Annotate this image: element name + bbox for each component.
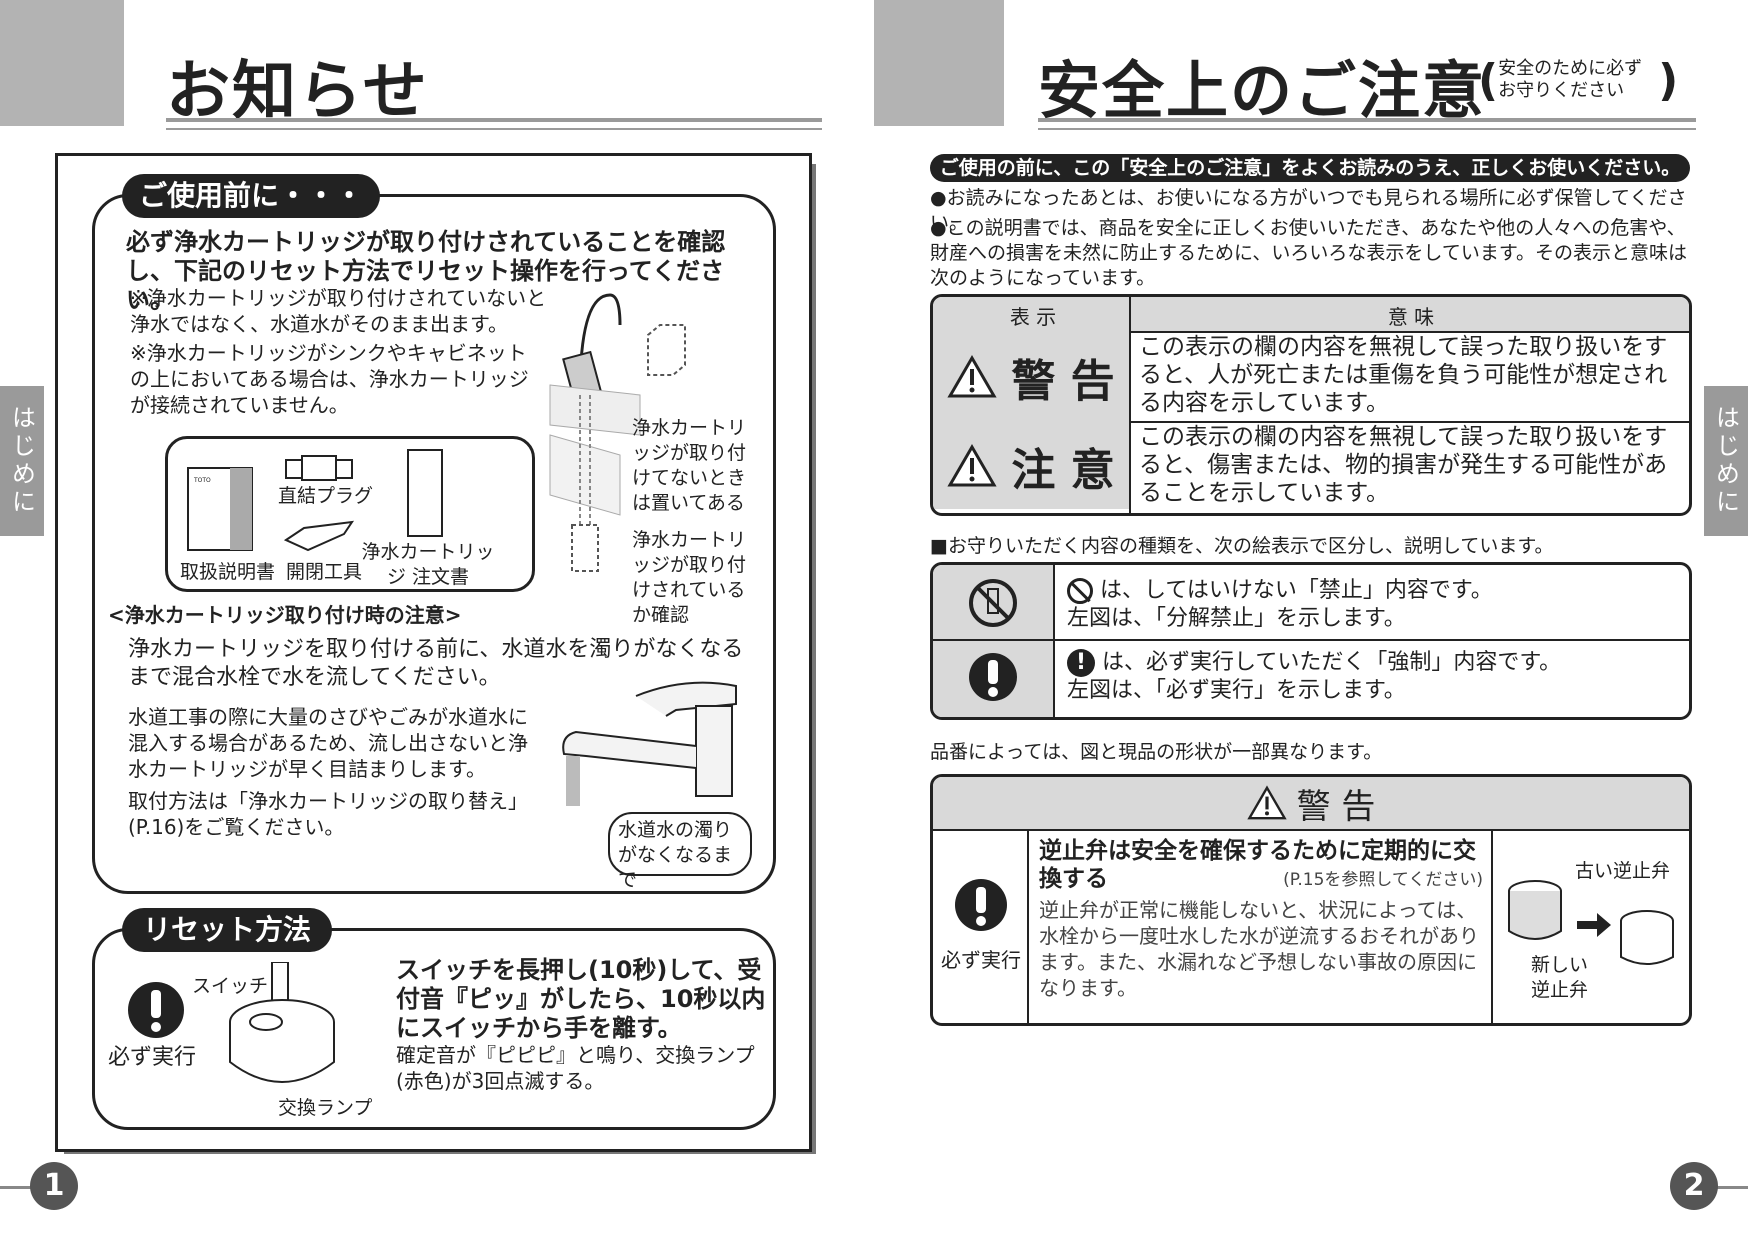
symbols-intro: ■お守りいただく内容の種類を、次の絵表示で区分し、説明しています。: [930, 535, 1554, 557]
left-title-rule-thin: [166, 128, 822, 130]
manual-icon: TOTO: [187, 467, 253, 551]
prohibition-line-1: は、してはいけない「禁止」内容です。: [1100, 578, 1493, 603]
left-side-tab: はじめに: [0, 386, 44, 536]
right-page-title: 安全上のご注意: [1038, 54, 1487, 127]
reset-instruction: スイッチを長押し(10秒)して、受付音『ピッ』がしたら、10秒以内にスイッチから…: [396, 956, 766, 1042]
left-page-title: お知らせ: [166, 55, 429, 129]
reset-header: リセット方法: [122, 908, 332, 952]
open-close-tool-icon: [284, 520, 355, 552]
warning-row-label: 警 告: [933, 333, 1129, 421]
meaning-table-header-label: 表 示: [1009, 305, 1057, 329]
prohibition-line-2: 左図は、「分解禁止」を示します。: [1067, 606, 1406, 631]
reset-must-do-label: 必ず実行: [108, 1045, 197, 1070]
warning-triangle-icon-2: [1246, 785, 1287, 820]
symbols-table: は、してはいけない「禁止」内容です。 左図は、「分解禁止」を示します。 ! は、…: [930, 562, 1692, 720]
new-valve-label: 新しい逆止弁: [1531, 954, 1589, 1001]
right-title-paren: ( 安全のために必ずお守りください ): [1478, 54, 1679, 106]
warning-box-header-text: 警 告: [1296, 786, 1376, 827]
caution-header: <浄水カートリッジ取り付け時の注意>: [108, 603, 462, 627]
faucet-illustration: [562, 681, 737, 806]
warning-row-text: この表示の欄の内容を無視して誤った取り扱いをすると、人が死亡または重傷を負う可能…: [1139, 334, 1668, 416]
item-manual-label: 取扱説明書: [180, 561, 276, 583]
left-title-gray-block: [0, 0, 124, 126]
caution-lead: 浄水カートリッジを取り付ける前に、水道水を濁りがなくなるまで混合水栓で水を流して…: [128, 637, 744, 690]
must-do-icon-symbol: [969, 653, 1017, 701]
caution-body: 水道工事の際に大量のさびやごみが水道水に混入する場合があるため、流し出さないと浄…: [128, 705, 528, 781]
item-tool-label: 開閉工具: [286, 561, 363, 583]
warning-box: 警 告 必ず実行 逆止弁は安全を確保するために定期的に交換する (P.15を参照…: [930, 774, 1692, 1026]
caution-row-label: 注 意: [933, 423, 1129, 509]
caution-row-label-text: 注 意: [1011, 445, 1115, 496]
warning-box-header: 警 告: [933, 777, 1689, 831]
callout-check-attached: 浄水カートリッジが取り付けされているか確認: [632, 529, 747, 626]
left-page-number: 1: [30, 1162, 78, 1210]
switch-label: スイッチ: [192, 975, 269, 997]
right-page-number: 2: [1670, 1162, 1718, 1210]
sink-illustration: [549, 293, 686, 572]
callout-not-attached: 浄水カートリッジが取り付けてないときは置いてある: [632, 417, 747, 514]
mandatory-description: ! は、必ず実行していただく「強制」内容です。 左図は、「必ず実行」を示します。: [1067, 649, 1677, 705]
no-disassembly-icon: [969, 579, 1017, 627]
safety-banner: ご使用の前に、この「安全上のご注意」をよくお読みのうえ、正しくお使いください。: [930, 154, 1690, 182]
lamp-label: 交換ランプ: [278, 1097, 373, 1119]
before-use-note-2: ※浄水カートリッジがシンクやキャビネットの上においてある場合は、浄水カートリッジ…: [130, 341, 529, 417]
safety-bullet-1: ●お読みになったあとは、お使いになる方がいつでも見られる場所に必ず保管してくださ…: [930, 187, 1687, 234]
old-valve-label: 古い逆止弁: [1575, 860, 1671, 882]
prohibition-description: は、してはいけない「禁止」内容です。 左図は、「分解禁止」を示します。: [1067, 577, 1677, 633]
safety-bullet-2: ●この説明書では、商品を安全に正しくお使いいただき、あなたや他の人々への危害や、…: [930, 217, 1687, 289]
prohibition-icon: [1067, 578, 1093, 604]
valve-illustration: [1508, 880, 1674, 965]
direct-plug-icon: [285, 455, 353, 481]
right-side-tab: はじめに: [1704, 386, 1748, 536]
caution-triangle-icon: [947, 444, 997, 487]
meaning-table: 表 示 意 味 警 告 この表示の欄の内容を無視して誤った取り扱いをすると、人が…: [930, 294, 1692, 516]
warning-box-body: 逆止弁が正常に機能しないと、状況によっては、水栓から一度吐水した水が逆流するおそ…: [1039, 898, 1479, 1000]
before-use-header: ご使用前に・・・: [122, 174, 380, 218]
warning-row-label-text: 警 告: [1011, 356, 1115, 407]
switch-unit-illustration: [229, 962, 335, 1083]
warning-triangle-icon: [947, 355, 997, 398]
item-order-form-label: 浄水カートリッジ 注文書: [361, 541, 495, 588]
caution-row-text: この表示の欄の内容を無視して誤った取り扱いをすると、傷害または、物的損害が発生す…: [1139, 424, 1668, 506]
svg-text:TOTO: TOTO: [193, 477, 211, 484]
meaning-table-header-meaning: 意 味: [1387, 305, 1435, 329]
left-title-rule: [166, 118, 822, 122]
reset-result: 確定音が『ピピピ』と鳴り、交換ランプ(赤色)が3回点滅する。: [396, 1043, 755, 1093]
caution-reference: 取付方法は「浄水カートリッジの取り替え」(P.16)をご覧ください。: [128, 789, 528, 839]
mandatory-line-2: 左図は、「必ず実行」を示します。: [1067, 678, 1406, 703]
reset-box: [92, 928, 776, 1130]
must-do-icon: [128, 982, 184, 1038]
warning-must-do-label: 必ず実行: [941, 948, 1021, 972]
right-title-gray-block: [874, 0, 1004, 126]
warning-box-ref: (P.15を参照してください): [1283, 870, 1483, 890]
must-do-icon-warning: [955, 879, 1007, 931]
right-footer-rule: [1688, 1186, 1748, 1189]
warning-box-title: 逆止弁は安全を確保するために定期的に交換する: [1039, 838, 1476, 892]
mandatory-line-1: は、必ず実行していただく「強制」内容です。: [1102, 650, 1562, 675]
before-use-lead: 必ず浄水カートリッジが取り付けされていることを確認し、下記のリセット方法でリセッ…: [126, 228, 726, 314]
right-title-rule-thin: [1038, 128, 1696, 130]
faucet-bubble: 水道水の濁りがなくなるまで: [608, 812, 752, 891]
right-title-rule: [1038, 118, 1696, 122]
mandatory-icon: !: [1067, 649, 1095, 677]
right-title-paren-text: 安全のために必ずお守りください: [1498, 58, 1643, 101]
before-use-note-1: ※浄水カートリッジが取り付けされていないと浄水ではなく、水道水がそのまま出ます。: [130, 286, 547, 336]
item-direct-plug-label: 直結プラグ: [278, 485, 374, 507]
shape-note: 品番によっては、図と現品の形状が一部異なります。: [930, 741, 1383, 763]
order-form-icon: [407, 449, 443, 537]
